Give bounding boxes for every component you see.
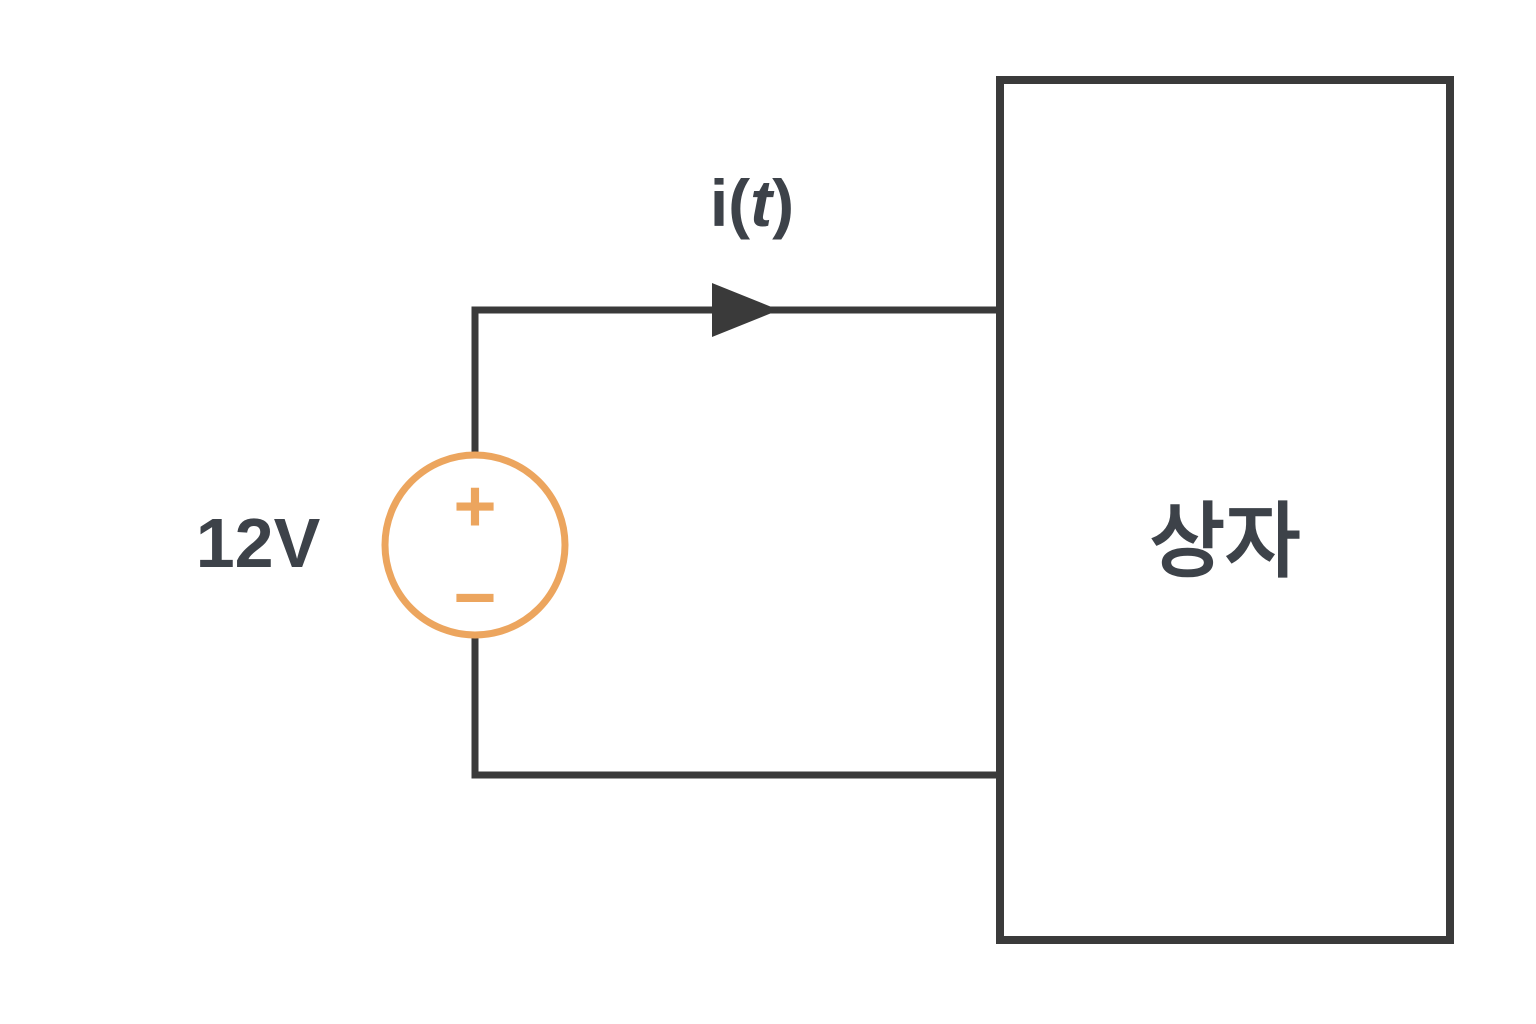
current-label-suffix: ) bbox=[772, 166, 794, 240]
source-voltage-label: 12V bbox=[196, 504, 321, 582]
voltage-source-circle bbox=[381, 451, 569, 639]
current-arrow-icon bbox=[712, 283, 779, 337]
current-label-prefix: i( bbox=[710, 166, 750, 240]
minus-icon: − bbox=[453, 556, 496, 639]
top-wire bbox=[471, 306, 1002, 458]
box-label: 상자 bbox=[1150, 497, 1301, 588]
box-outline bbox=[996, 76, 1454, 944]
plus-icon: + bbox=[453, 465, 496, 548]
current-label: i(t) bbox=[710, 166, 794, 240]
bottom-wire bbox=[471, 632, 1002, 779]
current-label-variable: t bbox=[750, 166, 775, 240]
